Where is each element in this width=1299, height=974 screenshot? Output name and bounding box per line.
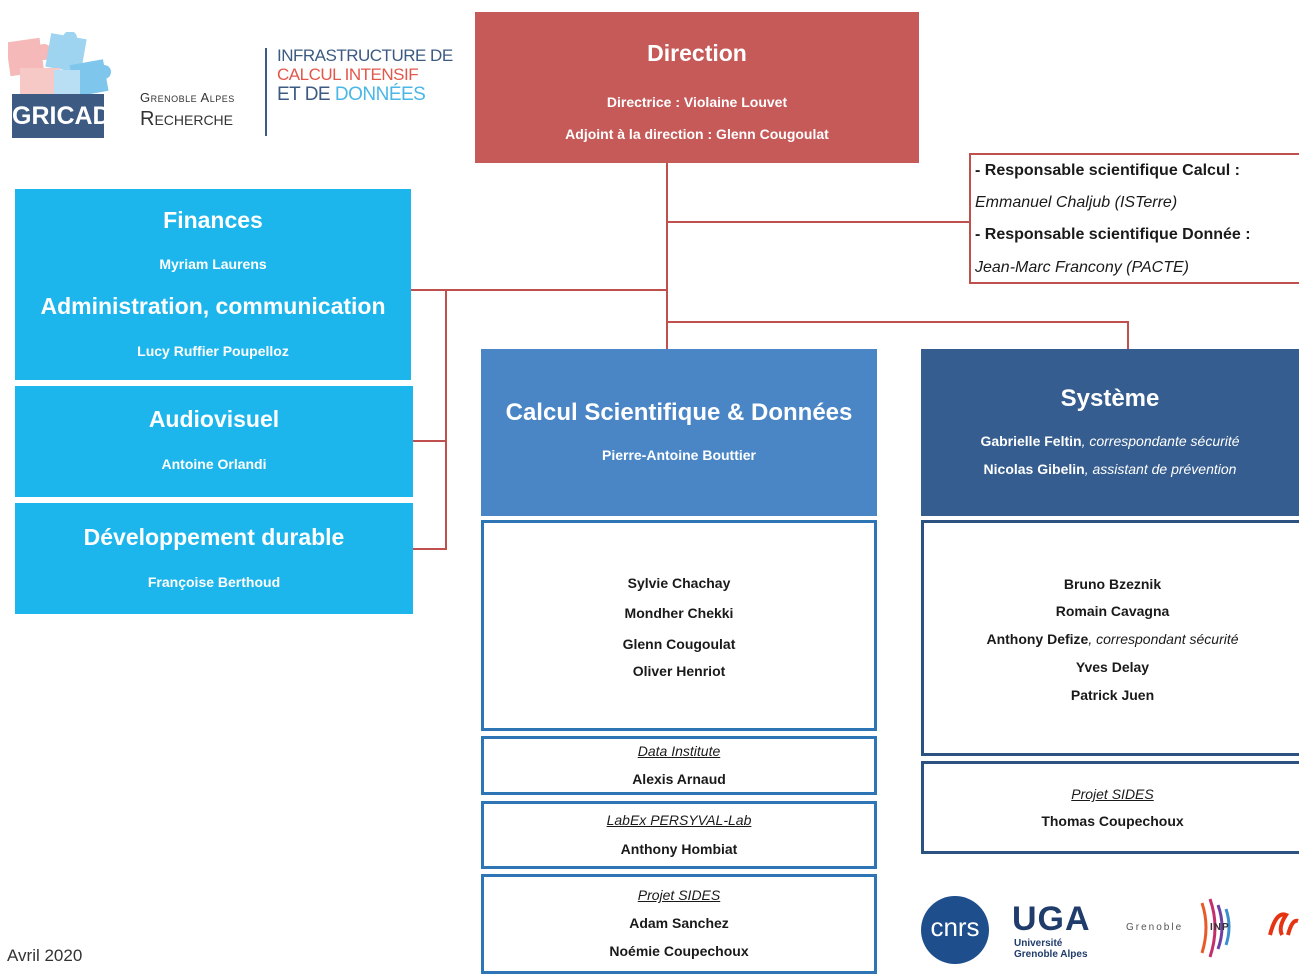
connector-left-vertical [445,289,447,550]
grenoble-inp-swoosh-icon [1200,898,1231,958]
csd-header-box: Calcul Scientifique & Données Pierre-Ant… [481,349,877,516]
connector-to-csd [666,321,668,349]
systeme-header-box: Système Gabrielle Feltin, correspondante… [921,349,1299,516]
uga-sub1: Université [1014,938,1063,949]
csd-title: Calcul Scientifique & Données [505,399,853,426]
csd-sides-name: Noémie Coupechoux [609,943,749,959]
csd-member: Glenn Cougoulat [622,636,736,652]
scientific-responsibles-box: - Responsable scientifique Calcul : Emma… [969,153,1299,284]
infra-line3-a: ET DE [277,84,335,105]
cnrs-logo-text: cnrs [930,912,980,942]
direction-adjoint: Adjoint à la direction : Glenn Cougoulat [565,126,829,142]
infra-line2: CALCUL INTENSIF [277,65,419,84]
csd-sides-box: Projet SIDES Adam Sanchez Noémie Coupech… [481,874,877,974]
systeme-member-role: , correspondant sécurité [1088,631,1239,647]
gricad-logo: GRICAD [5,31,113,140]
systeme-member: Patrick Juen [1070,687,1155,703]
csd-members-box: Sylvie Chachay Mondher Chekki Glenn Coug… [481,520,877,731]
inria-swoosh-icon [1268,912,1299,936]
durable-box: Développement durable Françoise Berthoud [15,503,413,614]
systeme-title: Système [1060,385,1160,412]
connector-to-durable [413,548,447,550]
direction-directrice: Directrice : Violaine Louvet [606,94,788,110]
systeme-members-box: Bruno Bzeznik Romain Cavagna Anthony Def… [921,520,1299,756]
connector-split-horizontal [666,321,1129,323]
csd-sides-name: Adam Sanchez [629,915,729,931]
grenoble-alpes-label: Grenoble Alpes [140,90,235,105]
systeme-member: Romain Cavagna [1055,603,1170,619]
finances-name: Myriam Laurens [159,256,267,272]
puzzle-logo-icon [5,31,111,138]
administration-name: Lucy Ruffier Poupelloz [137,343,289,359]
systeme-sides-project: Projet SIDES [1071,786,1154,802]
systeme-line1-role: , correspondante sécurité [1081,433,1240,449]
calc-responsible-label: - Responsable scientifique Calcul : [975,162,1240,179]
csd-member: Sylvie Chachay [627,575,731,591]
labex-name: Anthony Hombiat [620,841,738,857]
direction-title: Direction [647,40,747,66]
labex-box: LabEx PERSYVAL-Lab Anthony Hombiat [481,801,877,869]
infra-line3-b: DONNÉES [334,84,426,105]
systeme-line2-role: , assistant de prévention [1084,461,1237,477]
grenoble-inp-text-b: INP [1210,922,1230,933]
data-responsible-name: Jean-Marc Francony (PACTE) [975,259,1189,276]
connector-to-audiovisuel [413,440,447,442]
systeme-member: Yves Delay [1075,659,1150,675]
uga-sub2: Grenoble Alpes [1014,949,1088,960]
data-institute-project: Data Institute [637,743,721,759]
calc-responsible-name: Emmanuel Chaljub (ISTerre) [975,194,1178,211]
uga-logo: UGA Université Grenoble Alpes [1012,900,1112,964]
infra-line1: INFRASTRUCTURE DE [277,46,453,65]
systeme-member: Bruno Bzeznik [1063,576,1162,592]
administration-title: Administration, communication [40,293,386,319]
audiovisuel-name: Antoine Orlandi [161,456,267,472]
systeme-line1: Gabrielle Feltin, correspondante sécurit… [921,433,1299,449]
connector-direction-down [666,163,668,323]
csd-member: Mondher Chekki [624,605,734,621]
grenoble-inp-text-a: Grenoble [1126,922,1184,933]
audiovisuel-box: Audiovisuel Antoine Orlandi [15,386,413,497]
systeme-sides-name: Thomas Coupechoux [1041,813,1184,829]
labex-project: LabEx PERSYVAL-Lab [606,812,752,828]
systeme-line2: Nicolas Gibelin, assistant de prévention [921,461,1299,477]
systeme-sides-box: Projet SIDES Thomas Coupechoux [921,761,1299,854]
finances-box: Finances Myriam Laurens Administration, … [15,189,411,380]
csd-member: Oliver Henriot [632,663,726,679]
inria-logo-fragment-icon [1266,905,1299,945]
data-institute-box: Data Institute Alexis Arnaud [481,736,877,795]
audiovisuel-title: Audiovisuel [148,406,280,432]
durable-title: Développement durable [83,524,345,550]
connector-left-horizontal [411,289,668,291]
recherche-label: Recherche [140,108,234,130]
csd-head: Pierre-Antoine Bouttier [601,447,756,463]
data-responsible-label: - Responsable scientifique Donnée : [975,226,1251,243]
systeme-line2-name: Nicolas Gibelin [983,461,1085,477]
systeme-line1-name: Gabrielle Feltin [980,433,1082,449]
infra-line3: ET DE DONNÉES [277,84,426,106]
logo-divider [265,48,267,136]
connector-to-scientific [666,221,969,223]
cnrs-logo: cnrs [921,896,989,964]
direction-box: Direction Directrice : Violaine Louvet A… [475,12,919,163]
finances-title: Finances [163,207,263,233]
grenoble-inp-logo: Grenoble INP [1124,895,1244,959]
systeme-member: Anthony Defize, correspondant sécurité [924,631,1299,647]
connector-to-systeme [1127,321,1129,349]
gricad-logo-text: GRICAD [12,102,111,130]
data-institute-name: Alexis Arnaud [632,771,726,787]
csd-sides-project: Projet SIDES [637,887,721,903]
date-label: Avril 2020 [7,946,83,965]
systeme-member-name: Anthony Defize [986,631,1089,647]
uga-logo-text: UGA [1012,900,1091,938]
durable-name: Françoise Berthoud [147,574,281,590]
